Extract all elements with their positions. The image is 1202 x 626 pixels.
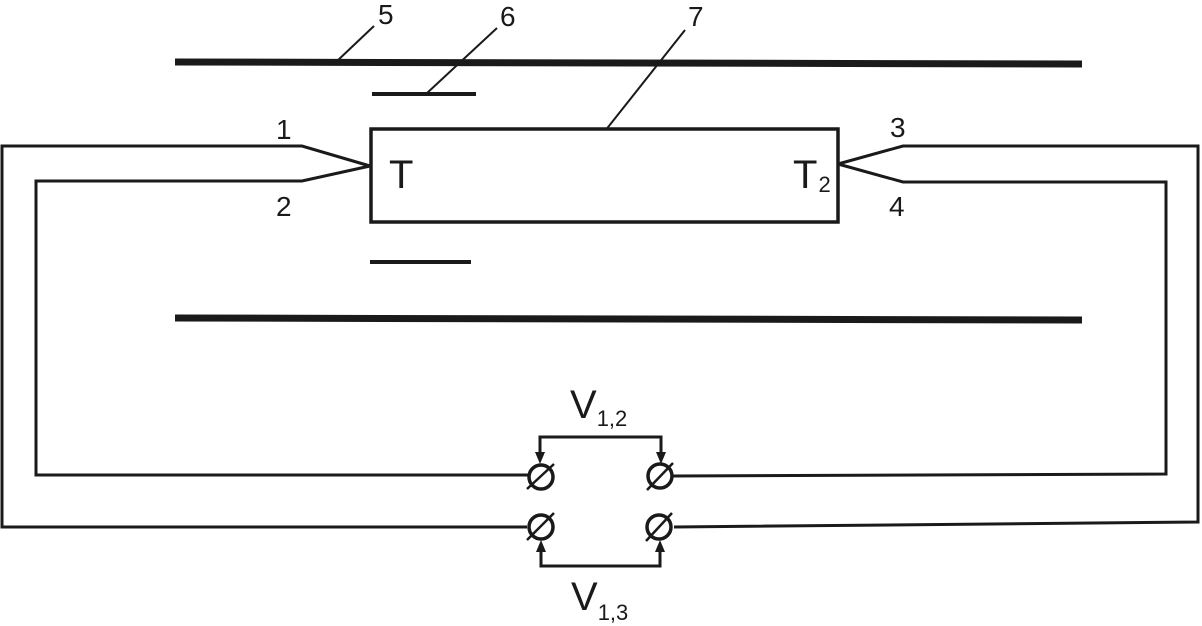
temperature-label-left: T (389, 153, 413, 197)
temperature-label-right-subscript: 2 (818, 172, 830, 197)
label-3: 3 (890, 112, 906, 143)
voltmeter-v12-label: V1,2 (570, 383, 627, 431)
terminal-left-upper[interactable] (526, 463, 555, 491)
label-1: 1 (276, 114, 292, 145)
wire-4 (672, 162, 1168, 478)
temperature-label-right-main: T (793, 153, 817, 197)
voltmeter-v13-label-subscript: 1,3 (598, 600, 629, 625)
voltmeter-v12-label-main: V (570, 383, 597, 427)
leader-line-5 (335, 25, 375, 63)
lower-plate (174, 314, 1083, 324)
label-7: 7 (688, 1, 704, 32)
terminal-right-lower[interactable] (645, 512, 673, 542)
label-6: 6 (500, 1, 516, 32)
voltmeter-v12-bracket (538, 435, 663, 454)
label-5: 5 (378, 0, 394, 30)
sample-box (369, 127, 840, 224)
terminal-left-lower[interactable] (526, 512, 555, 541)
wire-1 (0, 144, 527, 529)
voltmeter-v13-arrow-right (655, 540, 665, 552)
voltmeter-v13-arrow-left (536, 540, 546, 552)
wire-3 (673, 144, 1200, 529)
upper-plate (174, 58, 1083, 68)
leader-line-6 (425, 27, 498, 95)
voltmeter-v13-label: V1,3 (571, 575, 628, 625)
voltmeter-v13-bracket (539, 550, 662, 568)
label-4: 4 (889, 191, 905, 222)
temperature-label-right: T2 (793, 153, 831, 197)
voltmeter-v13-label-main: V (571, 575, 598, 619)
voltmeter-v12-arrow-left (535, 452, 545, 464)
wire-2 (34, 164, 528, 477)
terminal-right-upper[interactable] (646, 462, 674, 491)
voltmeter-v12-arrow-right (656, 452, 666, 464)
voltmeter-v12-label-subscript: 1,2 (597, 406, 628, 431)
label-2: 2 (276, 191, 292, 222)
